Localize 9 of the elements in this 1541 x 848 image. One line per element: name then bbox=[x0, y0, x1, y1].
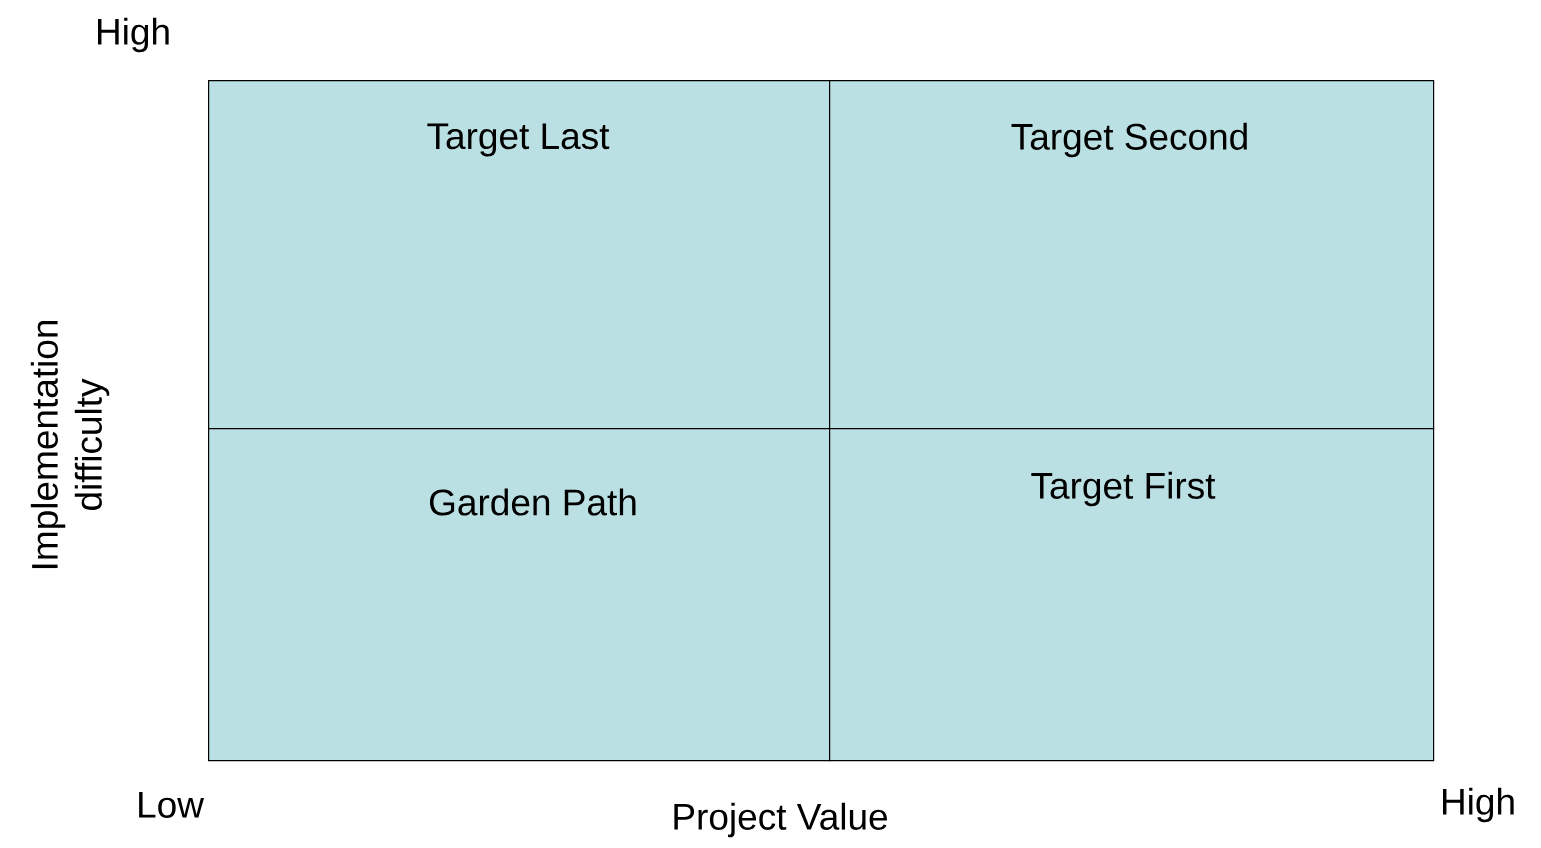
quadrant-box: Garden Path bbox=[208, 428, 831, 762]
quadrant-box: Target Last bbox=[208, 80, 831, 430]
quadrant-box: Target First bbox=[829, 428, 1435, 762]
quadrant-box: Target Second bbox=[829, 80, 1435, 430]
axis-end-label: High bbox=[98, 17, 169, 53]
axis-end-label: Low bbox=[139, 792, 204, 818]
axis-title: Project Value bbox=[674, 802, 887, 838]
axis-end-label: High bbox=[1443, 787, 1514, 823]
axis-title: Implementation difficulty bbox=[30, 320, 110, 569]
